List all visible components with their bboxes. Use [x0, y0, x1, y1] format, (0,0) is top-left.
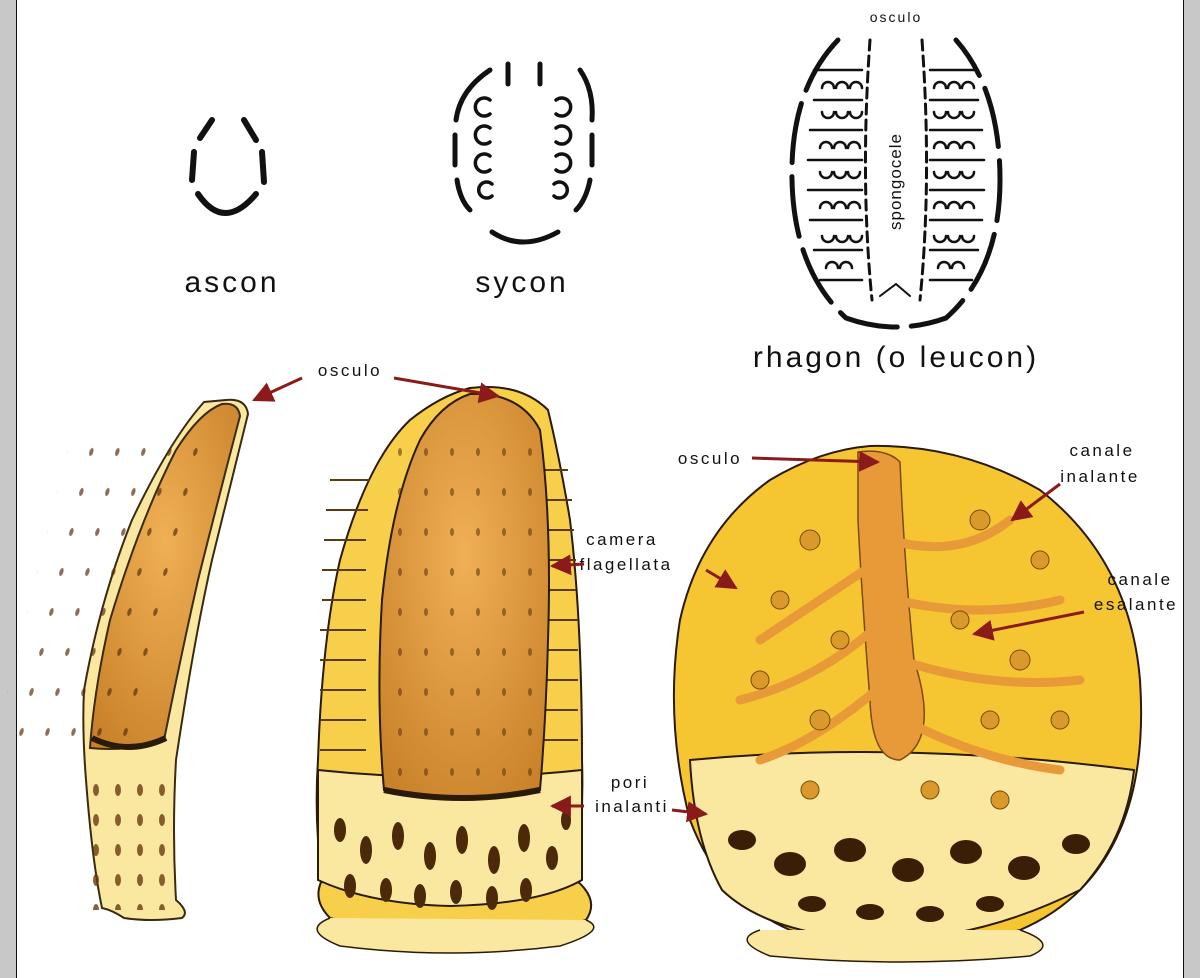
sycon-schematic	[455, 64, 592, 242]
ascon-label: ascon	[184, 266, 279, 299]
camera-label-2: flagellata	[579, 555, 672, 574]
spongocele-label: spongocele	[886, 133, 905, 230]
camera-label-1: camera	[586, 530, 658, 549]
rhagon-illustration	[674, 446, 1141, 962]
rhagon-label: rhagon (o leucon)	[753, 341, 1039, 374]
osculo-right-label: osculo	[678, 449, 742, 468]
osculo-top-label: osculo	[870, 9, 922, 25]
camera-arrow	[552, 564, 584, 566]
canale-esalante-label-1: canale	[1107, 570, 1172, 589]
canale-inalante-label-2: inalante	[1060, 467, 1140, 486]
sycon-label: sycon	[475, 266, 568, 299]
osculo-mid-label: osculo	[318, 361, 382, 380]
osculo-ascon-arrow	[254, 378, 302, 400]
ascon-illustration	[0, 400, 248, 920]
canale-inalante-label-1: canale	[1069, 441, 1134, 460]
pori-label-1: pori	[611, 773, 649, 792]
canale-esalante-label-2: esalante	[1094, 595, 1178, 614]
ascon-schematic	[192, 120, 264, 213]
sycon-illustration	[317, 387, 594, 953]
pori-label-2: inalanti	[595, 797, 669, 816]
